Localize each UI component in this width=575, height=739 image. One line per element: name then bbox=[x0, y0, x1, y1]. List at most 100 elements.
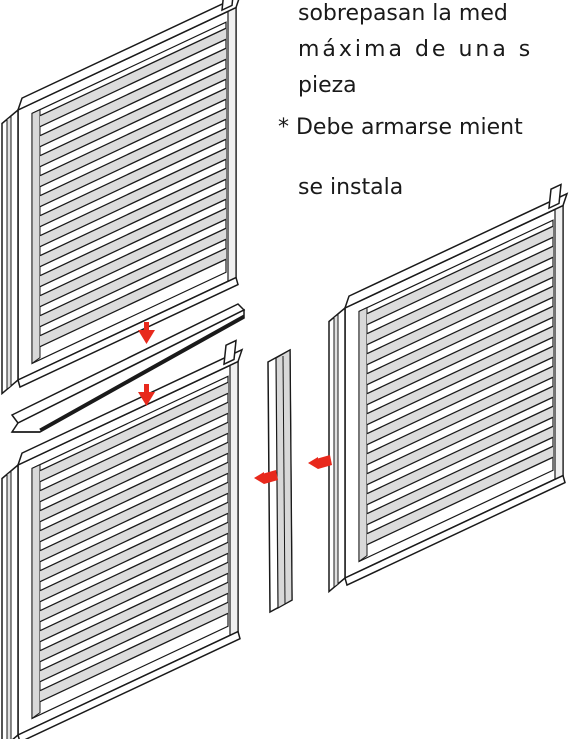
arrow-down-lower-icon bbox=[138, 384, 155, 406]
louver-blade-edge-bottom bbox=[366, 336, 554, 426]
arrow-down-upper-icon bbox=[138, 322, 155, 344]
louver-blade-edge-bottom bbox=[39, 592, 229, 683]
louver-blade-shade bbox=[40, 128, 226, 227]
louver-blade-edge-top bbox=[366, 405, 554, 495]
louver-blade-shade bbox=[40, 382, 228, 482]
louver-blade-edge-top bbox=[366, 445, 554, 535]
louver-blade-edge-top bbox=[39, 601, 229, 692]
frame-inner-reveal bbox=[358, 306, 368, 563]
arrow-left-panel-icon bbox=[308, 455, 332, 469]
louver-blade-edge-bottom bbox=[39, 158, 227, 248]
louver-blade-shade bbox=[40, 188, 226, 287]
louver-blade-edge-top bbox=[39, 147, 227, 237]
frame-left-jamb-groove bbox=[333, 313, 339, 589]
louver-blade-edge-top bbox=[366, 225, 554, 315]
louver-blade-shade bbox=[367, 406, 553, 505]
louver-panel-top-left bbox=[1, 0, 240, 396]
louver-blade-edge-top bbox=[366, 385, 554, 475]
louver-blade-edge-bottom bbox=[39, 38, 227, 128]
louver-blade-edge-top bbox=[39, 521, 229, 612]
louver-blade-shade bbox=[40, 462, 228, 562]
frame-left-jamb-groove bbox=[6, 115, 12, 391]
louver-blade-shade bbox=[40, 422, 228, 522]
louver-blade-edge-bottom bbox=[39, 472, 229, 563]
louver-blade-edge-top bbox=[366, 245, 554, 335]
frame-top-header bbox=[16, 348, 244, 467]
louver-blade-edge-top bbox=[39, 541, 229, 632]
louver-blade-shade bbox=[367, 286, 553, 385]
note-line-5: se instala bbox=[298, 175, 403, 200]
louver-blade-edge-top bbox=[39, 27, 227, 117]
louver-blade-shade bbox=[40, 148, 226, 247]
louver-blade-edge-top bbox=[366, 305, 554, 395]
louver-blade-edge-bottom bbox=[39, 98, 227, 188]
louver-blade-edge-top bbox=[39, 441, 229, 532]
louver-blade-edge-top bbox=[366, 285, 554, 375]
louver-blade-shade bbox=[40, 68, 226, 167]
louver-blade-edge-bottom bbox=[39, 572, 229, 663]
louver-blade-edge-bottom bbox=[366, 296, 554, 386]
louver-blade-edge-top bbox=[39, 381, 229, 472]
louver-blade-edge-top bbox=[39, 461, 229, 552]
louver-blade-edge-bottom bbox=[39, 432, 229, 523]
louver-blade-edge-top bbox=[39, 207, 227, 297]
horizontal-joining-strip bbox=[10, 303, 246, 433]
louver-blade-edge-bottom bbox=[39, 412, 229, 503]
louver-blade-shade bbox=[40, 88, 226, 187]
louver-blade-edge-bottom bbox=[366, 456, 554, 546]
frame-top-header bbox=[343, 192, 569, 310]
louver-blade-shade bbox=[40, 228, 226, 327]
louver-blade-edge-top bbox=[39, 401, 229, 492]
louver-blade-shade bbox=[367, 226, 553, 325]
louver-blade-edge-bottom bbox=[366, 276, 554, 366]
frame-top-cap bbox=[223, 339, 237, 366]
louver-blade-shade bbox=[40, 522, 228, 622]
louver-blade-shade bbox=[367, 366, 553, 465]
louver-blade-edge-bottom bbox=[366, 236, 554, 326]
louver-blade-shade bbox=[40, 48, 226, 147]
louver-blade-edge-bottom bbox=[366, 436, 554, 526]
frame-bottom-sill bbox=[17, 276, 239, 389]
frame-right-jamb bbox=[554, 204, 564, 481]
louver-blade-shade bbox=[40, 168, 226, 267]
louver-blade-edge-top bbox=[39, 127, 227, 217]
louver-blade-edge-top bbox=[39, 87, 227, 177]
louver-blade-edge-bottom bbox=[39, 178, 227, 268]
louver-blade-edge-bottom bbox=[39, 392, 229, 483]
louver-blade-edge-top bbox=[366, 365, 554, 455]
note-line-4: * Debe armarse mient bbox=[278, 115, 523, 140]
frame-bottom-sill bbox=[17, 630, 241, 739]
louver-blade-edge-top bbox=[39, 581, 229, 672]
louver-blade-edge-bottom bbox=[39, 452, 229, 543]
louver-blade-edge-top bbox=[39, 247, 227, 337]
louver-blade-edge-bottom bbox=[39, 218, 227, 308]
louver-blade-edge-bottom bbox=[366, 376, 554, 466]
louver-blade-edge-bottom bbox=[39, 118, 227, 208]
louver-blade-edge-top bbox=[39, 227, 227, 317]
louver-blade-shade bbox=[367, 446, 553, 545]
frame-top-cap bbox=[221, 0, 234, 12]
louver-blade-shade bbox=[40, 108, 226, 207]
louver-blade-edge-top bbox=[39, 47, 227, 137]
louver-blade-edge-top bbox=[39, 481, 229, 572]
louver-blade-edge-bottom bbox=[39, 78, 227, 168]
louver-blade-edge-bottom bbox=[39, 612, 229, 703]
louver-blade-shade bbox=[40, 28, 226, 127]
frame-top-header bbox=[16, 0, 240, 112]
louver-blade-edge-top bbox=[366, 345, 554, 435]
vertical-joining-strip bbox=[267, 348, 293, 614]
louver-blade-edge-bottom bbox=[366, 416, 554, 506]
note-line-2: máxima de una s bbox=[298, 37, 533, 62]
frame-inner-reveal bbox=[31, 108, 41, 365]
note-line-3: pieza bbox=[298, 73, 357, 98]
louver-blade-edge-bottom bbox=[366, 356, 554, 446]
louver-blade-edge-top bbox=[39, 167, 227, 257]
louver-blade-edge-top bbox=[39, 421, 229, 512]
louver-blade-edge-bottom bbox=[39, 258, 227, 348]
louver-blade-edge-top bbox=[39, 561, 229, 652]
louver-blade-edge-top bbox=[366, 425, 554, 515]
louver-blade-shade bbox=[367, 326, 553, 425]
louver-blade-shade bbox=[367, 306, 553, 405]
louver-blade-edge-bottom bbox=[39, 532, 229, 623]
